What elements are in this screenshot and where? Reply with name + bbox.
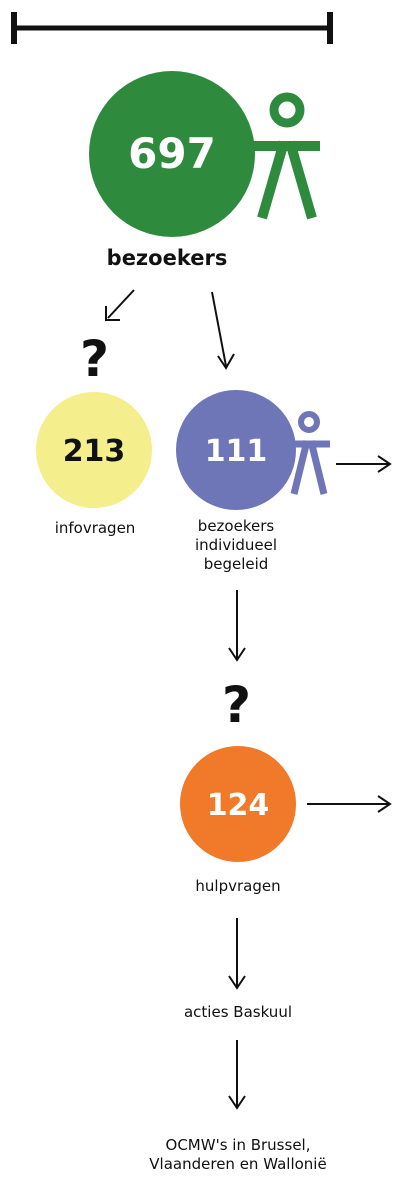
arrow-icon	[307, 795, 392, 813]
person-icon	[250, 92, 320, 220]
arrow-icon	[228, 1040, 246, 1110]
info-requests-circle	[36, 392, 152, 508]
visitors-circle	[89, 71, 255, 237]
destination-label-line1: OCMW's in Brussel,	[165, 1136, 311, 1154]
actions-label: acties Baskuul	[183, 1003, 292, 1021]
individual-label-line1: bezoekers	[197, 517, 275, 535]
info-requests-count: 213	[63, 434, 126, 469]
individual-circle	[176, 390, 296, 510]
help-requests-label: hulpvragen	[195, 877, 281, 895]
scale-bar-icon	[11, 12, 333, 44]
help-requests-circle	[180, 746, 296, 862]
help-requests-count: 124	[207, 788, 270, 823]
individual-label-line3: begeleid	[203, 554, 269, 573]
individual-label: bezoekers individueel begeleid	[166, 517, 306, 573]
visitors-label: bezoekers	[106, 246, 228, 270]
info-question-mark: ?	[80, 330, 110, 388]
arrow-icon	[105, 289, 135, 321]
person-icon	[286, 411, 330, 495]
destination-label-line2: Vlaanderen en Wallonië	[149, 1154, 327, 1173]
arrow-icon	[336, 455, 392, 473]
destination-label: OCMW's in Brussel, Vlaanderen en Walloni…	[100, 1136, 376, 1174]
individual-count: 111	[205, 434, 268, 469]
arrow-icon	[211, 291, 235, 370]
individual-label-line2: individueel	[194, 535, 278, 554]
visitors-count: 697	[128, 129, 216, 178]
arrow-icon	[228, 590, 246, 662]
arrow-icon	[228, 918, 246, 990]
help-question-mark: ?	[222, 676, 252, 734]
info-requests-label: infovragen	[54, 519, 136, 537]
